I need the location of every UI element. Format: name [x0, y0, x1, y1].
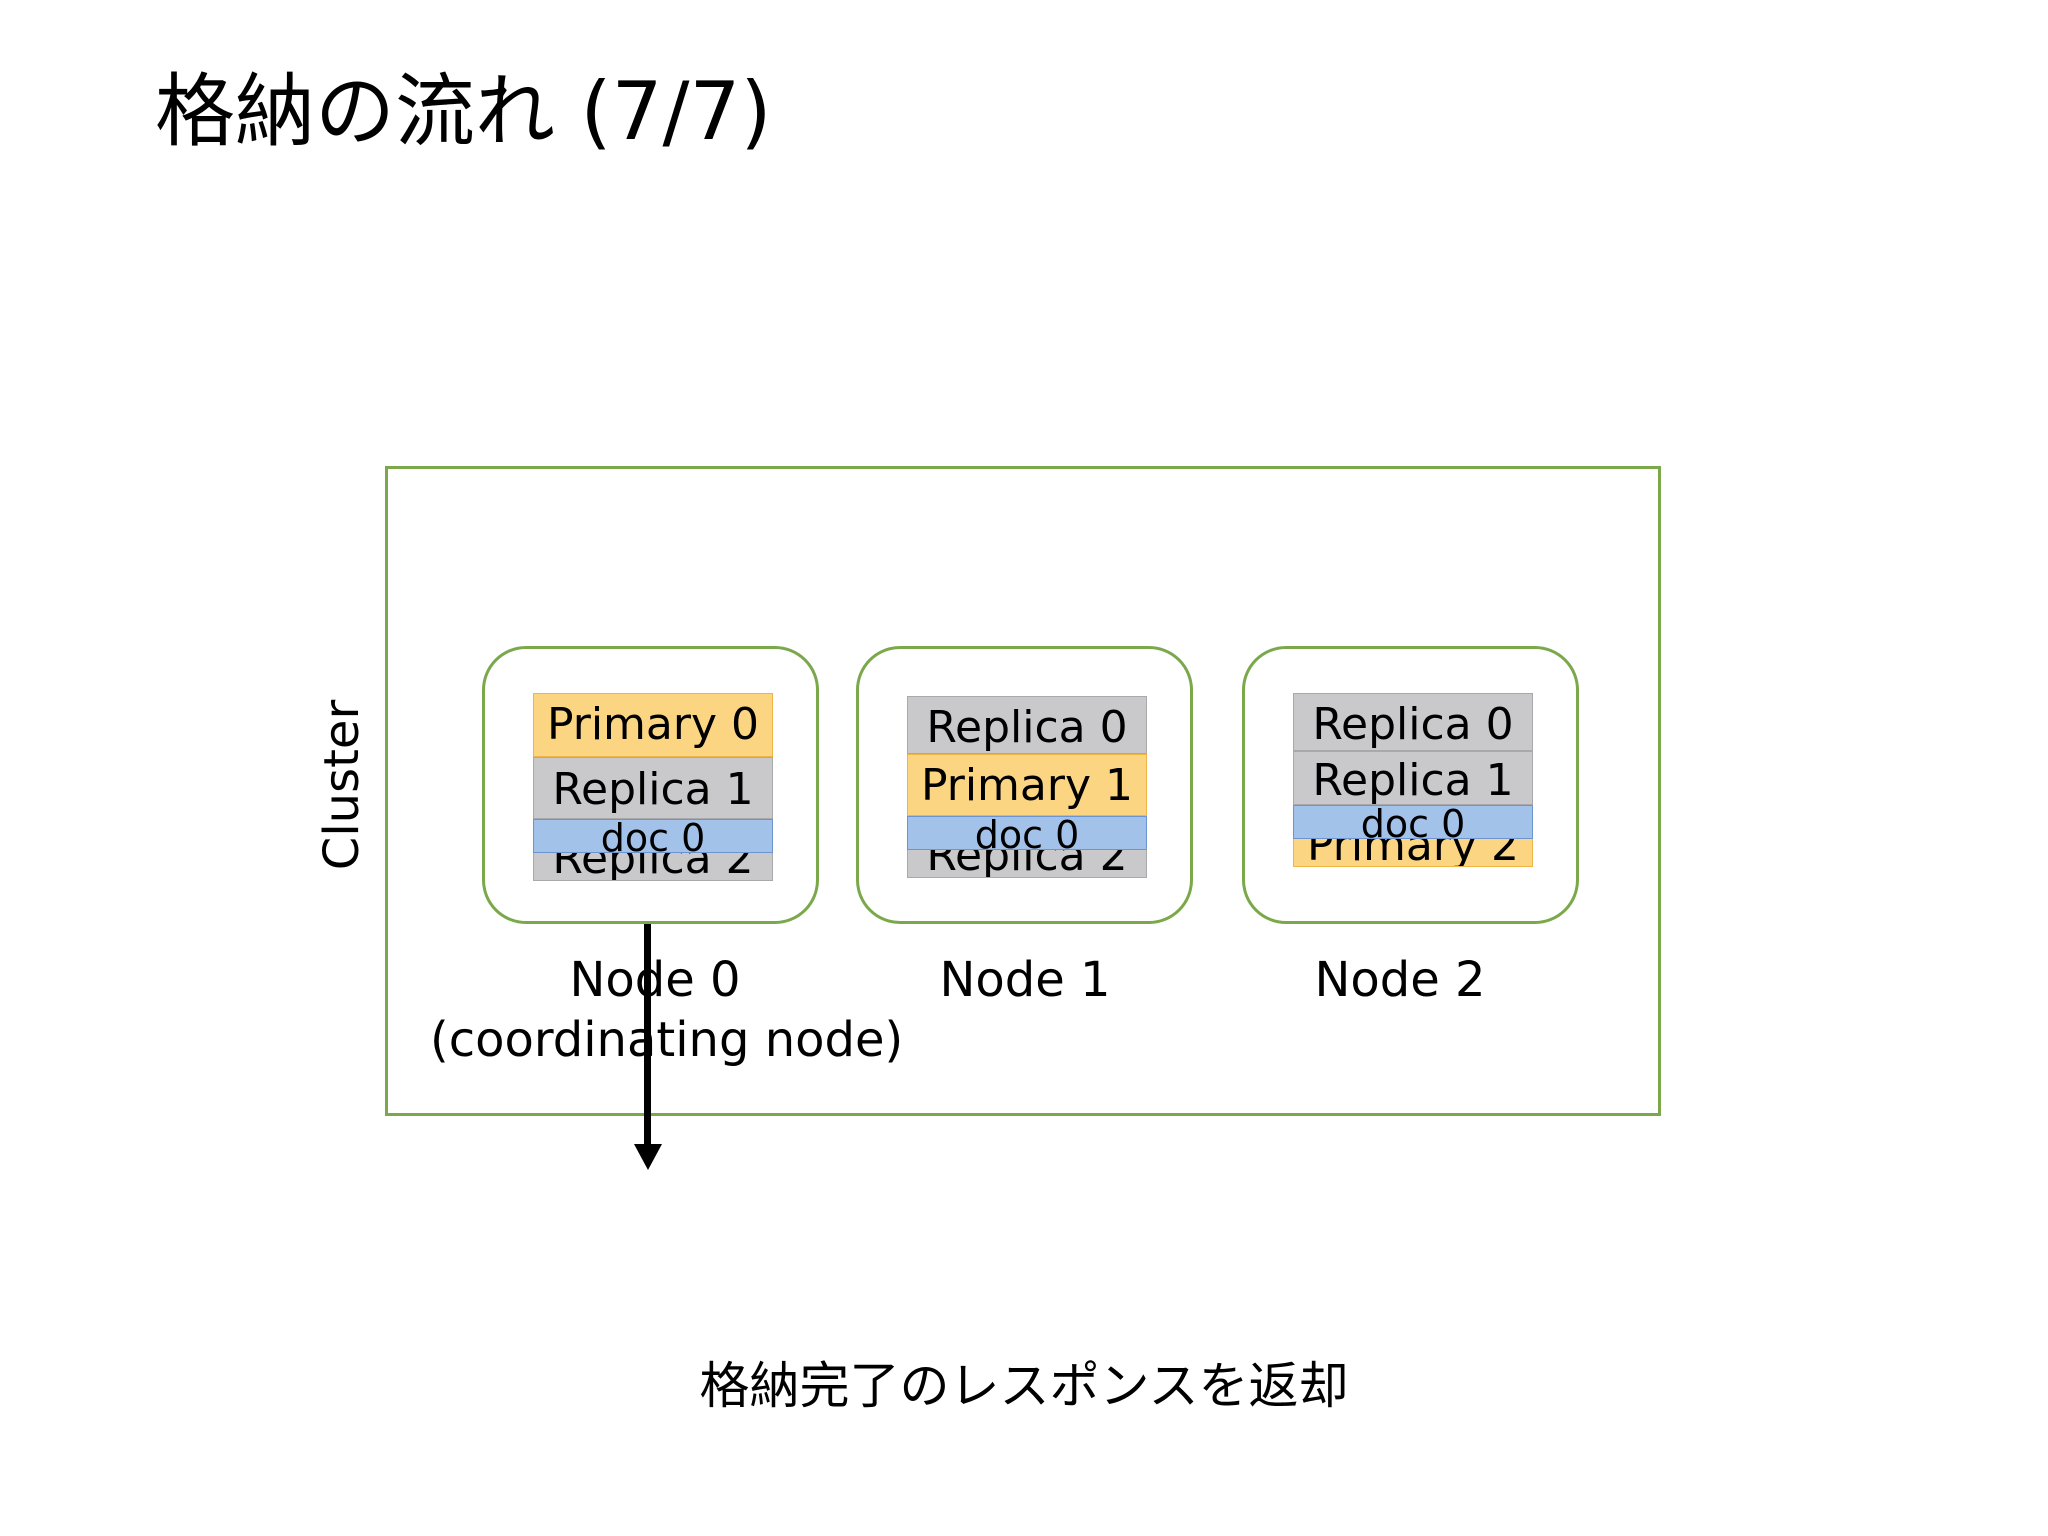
cluster-box: [385, 466, 1661, 1116]
response-arrow-head: [634, 1144, 662, 1170]
node-2-label: Node 2: [1314, 952, 1486, 1008]
shard-replica-1: Replica 1: [1293, 751, 1533, 805]
node-1-label: Node 1: [939, 952, 1111, 1008]
doc-0-block: doc 0: [1293, 805, 1533, 839]
shard-replica-0: Replica 0: [907, 696, 1147, 754]
shard-replica-0: Replica 0: [1293, 693, 1533, 751]
response-caption: 格納完了のレスポンスを返却: [699, 1357, 1349, 1415]
node-2-shard-stack: Replica 0 Replica 1 Primary 2 doc 0: [1293, 693, 1533, 893]
node-0-shard-stack: Primary 0 Replica 1 Replica 2 doc 0: [533, 693, 773, 893]
doc-0-block: doc 0: [533, 819, 773, 853]
node-0-box: Primary 0 Replica 1 Replica 2 doc 0: [482, 646, 819, 924]
cluster-label: Cluster: [314, 699, 370, 871]
node-0-label: Node 0: [569, 952, 741, 1008]
response-arrow-line: [644, 924, 651, 1146]
node-1-shard-stack: Replica 0 Primary 1 Replica 2 doc 0: [907, 696, 1147, 896]
doc-0-block: doc 0: [907, 816, 1147, 850]
node-1-box: Replica 0 Primary 1 Replica 2 doc 0: [856, 646, 1193, 924]
slide-title: 格納の流れ (7/7): [155, 65, 772, 158]
shard-replica-1: Replica 1: [533, 757, 773, 819]
shard-primary-1: Primary 1: [907, 754, 1147, 816]
shard-primary-0: Primary 0: [533, 693, 773, 757]
node-0-sublabel: (coordinating node): [430, 1012, 904, 1068]
node-2-box: Replica 0 Replica 1 Primary 2 doc 0: [1242, 646, 1579, 924]
